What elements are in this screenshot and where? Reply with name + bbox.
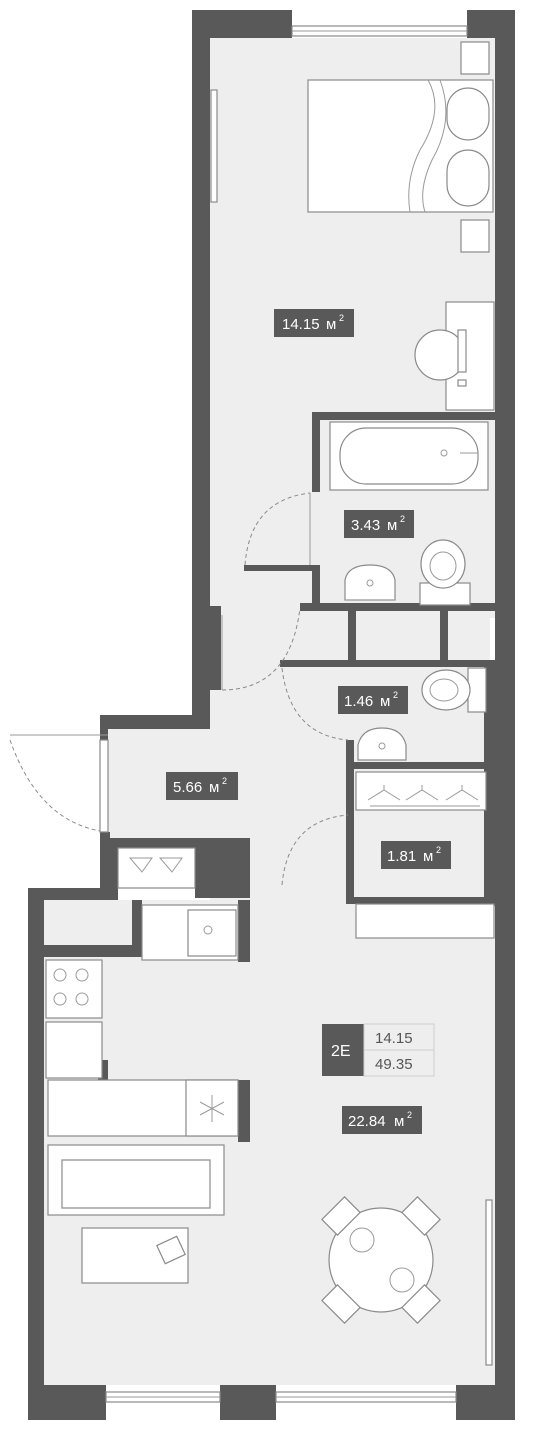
room-area-unit: м: [423, 848, 433, 865]
room-area-value: 5.66: [173, 779, 202, 796]
room-area-sup: 2: [400, 514, 405, 524]
room-area-sup: 2: [393, 690, 398, 700]
room-area-sup: 2: [222, 776, 227, 786]
room-label-wc: 1.46 м 2: [338, 686, 408, 714]
room-label-wardrobe: 1.81 м 2: [381, 841, 451, 869]
bedroom-furniture: [307, 41, 495, 411]
room-area-sup: 2: [407, 1110, 412, 1120]
room-area-value: 14.15: [282, 316, 320, 333]
room-area-value: 1.46: [344, 693, 373, 710]
walls: [28, 10, 515, 1420]
kitchen-furniture: [45, 847, 239, 1137]
room-area-value: 3.43: [351, 517, 380, 534]
unit-code: 2E: [331, 1043, 351, 1060]
unit-living-area: 14.15: [375, 1030, 413, 1047]
room-label-hall: 5.66 м 2: [166, 772, 238, 800]
room-area-unit: м: [387, 517, 397, 534]
room-area-sup: 2: [436, 845, 441, 855]
entrance-door: [9, 734, 109, 833]
room-area-unit: м: [380, 693, 390, 710]
room-label-bedroom: 14.15 м 2: [274, 309, 354, 337]
windows: [105, 25, 493, 1403]
bathroom-furniture: [244, 421, 489, 606]
room-area-unit: м: [326, 316, 336, 333]
unit-badge: 2E 14.15 49.35: [322, 1023, 435, 1077]
room-area-sup: 2: [339, 313, 344, 323]
living-furniture: [47, 1144, 441, 1324]
room-area-value: 1.81: [387, 848, 416, 865]
room-area-unit: м: [394, 1113, 404, 1130]
room-label-bathroom: 3.43 м 2: [344, 510, 414, 538]
room-area-unit: м: [209, 779, 219, 796]
hall-door: [221, 607, 301, 691]
wardrobe-furniture: [281, 771, 495, 939]
wc-furniture: [281, 667, 487, 761]
room-area-value: 22.84: [348, 1113, 386, 1130]
unit-total-area: 49.35: [375, 1056, 413, 1073]
room-label-kitchen-living: 22.84 м 2: [342, 1106, 422, 1134]
